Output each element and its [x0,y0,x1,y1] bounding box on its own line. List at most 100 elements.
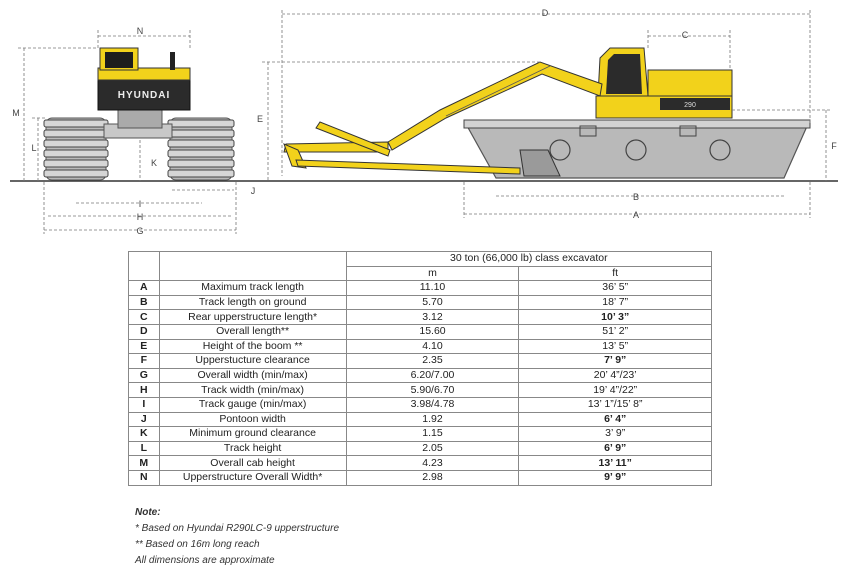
row-value-ft: 51’ 2” [518,323,712,340]
row-description: Overall width (min/max) [158,367,347,384]
dim-label-h: H [137,212,144,222]
bucket [519,149,561,177]
table-header-row: 30 ton (66,000 lb) class excavator [128,251,713,267]
note-line: * Based on Hyundai R290LC-9 upperstructu… [135,523,340,534]
dim-label-j: J [251,186,256,196]
row-letter: A [128,280,160,296]
row-value-m: 4.23 [345,455,520,471]
row-description: Maximum track length [158,280,347,296]
row-letter: G [128,367,160,384]
row-value-ft: 13’ 1”/15’ 8” [518,396,712,413]
row-value-m: 1.92 [345,411,520,428]
side-view: 290 [257,8,837,220]
row-value-ft: 6’ 9” [518,440,712,457]
row-letter: D [128,323,160,340]
front-view: HYUNDAI N M L K J I H G [12,26,255,236]
side-model-badge: 290 [684,102,696,109]
row-description: Overall length** [158,323,347,340]
row-value-m: 1.15 [345,426,520,442]
dim-label-n: N [137,26,144,36]
row-letter: I [128,396,160,413]
row-value-ft: 7’ 9” [518,353,712,369]
row-value-ft: 9’ 9” [518,469,712,486]
row-letter: H [128,382,160,398]
row-letter: E [128,338,160,355]
row-value-m: 5.90/6.70 [345,382,520,398]
spec-table: 30 ton (66,000 lb) class excavator m ft … [128,251,713,486]
row-description: Track height [158,440,347,457]
row-letter: M [128,455,160,471]
table-units-row: m ft [128,265,712,282]
right-pontoon [167,117,235,181]
dim-label-f: F [831,141,837,151]
dim-label-l: L [31,143,36,153]
units-blank-desc [158,266,347,282]
row-letter: N [128,469,160,486]
notes-title: Note: [135,507,161,518]
dim-label-m: M [12,108,20,118]
notes: Note: * Based on Hyundai R290LC-9 uppers… [135,505,339,569]
row-value-ft: 36’ 5” [518,280,712,296]
long-reach-boom [387,61,603,151]
row-value-ft: 13’ 5” [518,338,712,355]
row-description: Track gauge (min/max) [158,396,347,413]
row-value-ft: 3’ 9” [518,426,712,442]
row-value-ft: 18’ 7” [518,294,712,311]
row-letter: J [128,411,160,428]
row-letter: B [128,294,160,311]
row-value-ft: 10’ 3” [518,309,712,325]
row-value-ft: 19’ 4”/22” [518,382,712,398]
row-value-ft: 6’ 4” [518,411,712,428]
row-description: Minimum ground clearance [158,426,347,442]
row-description: Upperstucture clearance [158,353,347,369]
row-description: Height of the boom ** [158,338,347,355]
row-description: Rear upperstructure length* [158,309,347,325]
row-description: Track length on ground [158,294,347,311]
row-description: Track width (min/max) [158,382,347,398]
dim-label-g: G [136,226,143,236]
long-reach-arm [283,121,521,175]
row-value-m: 2.05 [345,440,520,457]
dim-label-e: E [257,114,263,124]
row-value-m: 3.98/4.78 [345,396,520,413]
row-letter: C [128,309,160,325]
dim-label-b: B [633,192,639,202]
col-ft-header: ft [518,265,712,282]
dim-label-a: A [633,210,639,220]
row-value-ft: 13’ 11” [518,455,712,471]
units-blank-letter [128,266,160,282]
row-value-m: 5.70 [345,294,520,311]
dim-label-d: D [542,8,549,18]
row-description: Pontoon width [158,411,347,428]
row-description: Overall cab height [158,455,347,471]
row-value-m: 2.35 [345,353,520,369]
left-pontoon [43,117,109,181]
row-letter: F [128,353,160,369]
row-description: Upperstructure Overall Width* [158,469,347,486]
row-value-m: 15.60 [345,323,520,340]
dim-label-k: K [151,158,157,168]
row-value-m: 3.12 [345,309,520,325]
row-value-ft: 20’ 4”/23’ [518,367,712,384]
row-value-m: 6.20/7.00 [345,367,520,384]
header-blank-desc [158,251,347,267]
dim-label-i: I [139,199,142,209]
row-letter: L [128,440,160,457]
note-line: All dimensions are approximate [135,555,275,566]
dim-label-c: C [682,30,689,40]
row-value-m: 2.98 [345,469,520,486]
header-blank-letter [128,251,160,267]
side-upperstructure: 290 [595,47,733,119]
table-header-title: 30 ton (66,000 lb) class excavator [345,251,713,267]
